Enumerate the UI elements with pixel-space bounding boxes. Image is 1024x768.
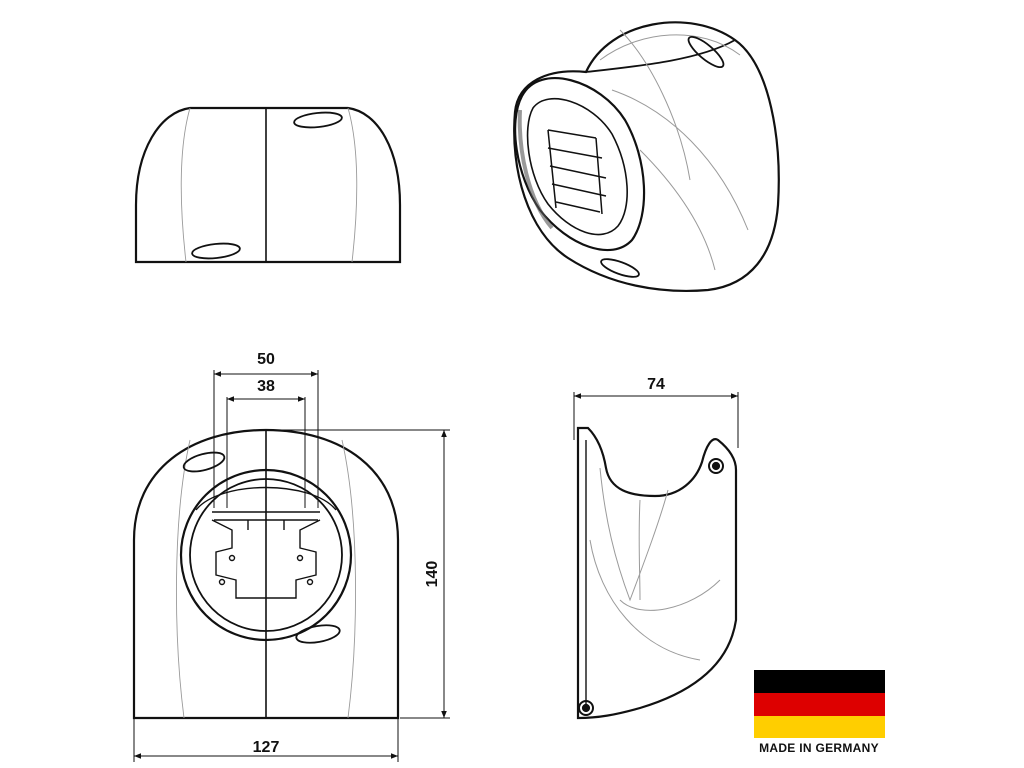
iso-lower-slot [600,258,640,278]
rear-view-bottom-screw [578,700,594,716]
side-view-lower-slot [191,242,241,260]
front-view-mount-plate [211,511,321,599]
side-view-upper-slot [293,111,343,129]
front-view [132,428,400,720]
rear-view-top-screw [708,458,724,474]
iso-opening-inner-ring [526,98,628,236]
rear-view-top-screw-center [711,461,721,471]
rear-view-outline [576,426,738,720]
iso-shell-shading [599,29,749,271]
side-view-hidden-lines [180,107,358,263]
front-view-dimension-lines [133,370,450,762]
iso-top-crown [585,39,736,73]
rear-view-inner-contour [589,467,721,661]
front-view-opening-outer [179,468,353,642]
dimension-height: 140 [424,561,441,588]
front-view-lower-slot [295,624,341,644]
dimension-width: 127 [253,739,280,756]
made-in-germany-caption: MADE IN GERMANY [759,741,879,755]
iso-inner-grille [547,129,607,215]
iso-top-slot [687,35,725,69]
rear-view-bottom-screw-center [581,703,591,713]
dimension-depth: 74 [647,376,665,393]
front-view-opening-inner [189,478,343,632]
rear-view-dimension-lines [573,392,739,448]
iso-opening-rim [514,77,646,252]
front-view-opening-band [195,486,337,511]
dimension-inner-opening-width: 38 [257,378,275,395]
side-view [134,106,402,264]
flag-stripe-black [754,670,885,693]
dimension-outer-opening-width: 50 [257,351,275,368]
front-view-upper-slot [182,451,226,473]
side-view-outline [134,106,402,264]
iso-rim-shadow [517,109,554,230]
rear-view [576,426,738,720]
german-flag [754,670,885,738]
flag-stripe-gold [754,716,885,738]
isometric-view [513,21,780,293]
front-view-hidden-lines [175,439,357,719]
flag-stripe-red [754,693,885,716]
